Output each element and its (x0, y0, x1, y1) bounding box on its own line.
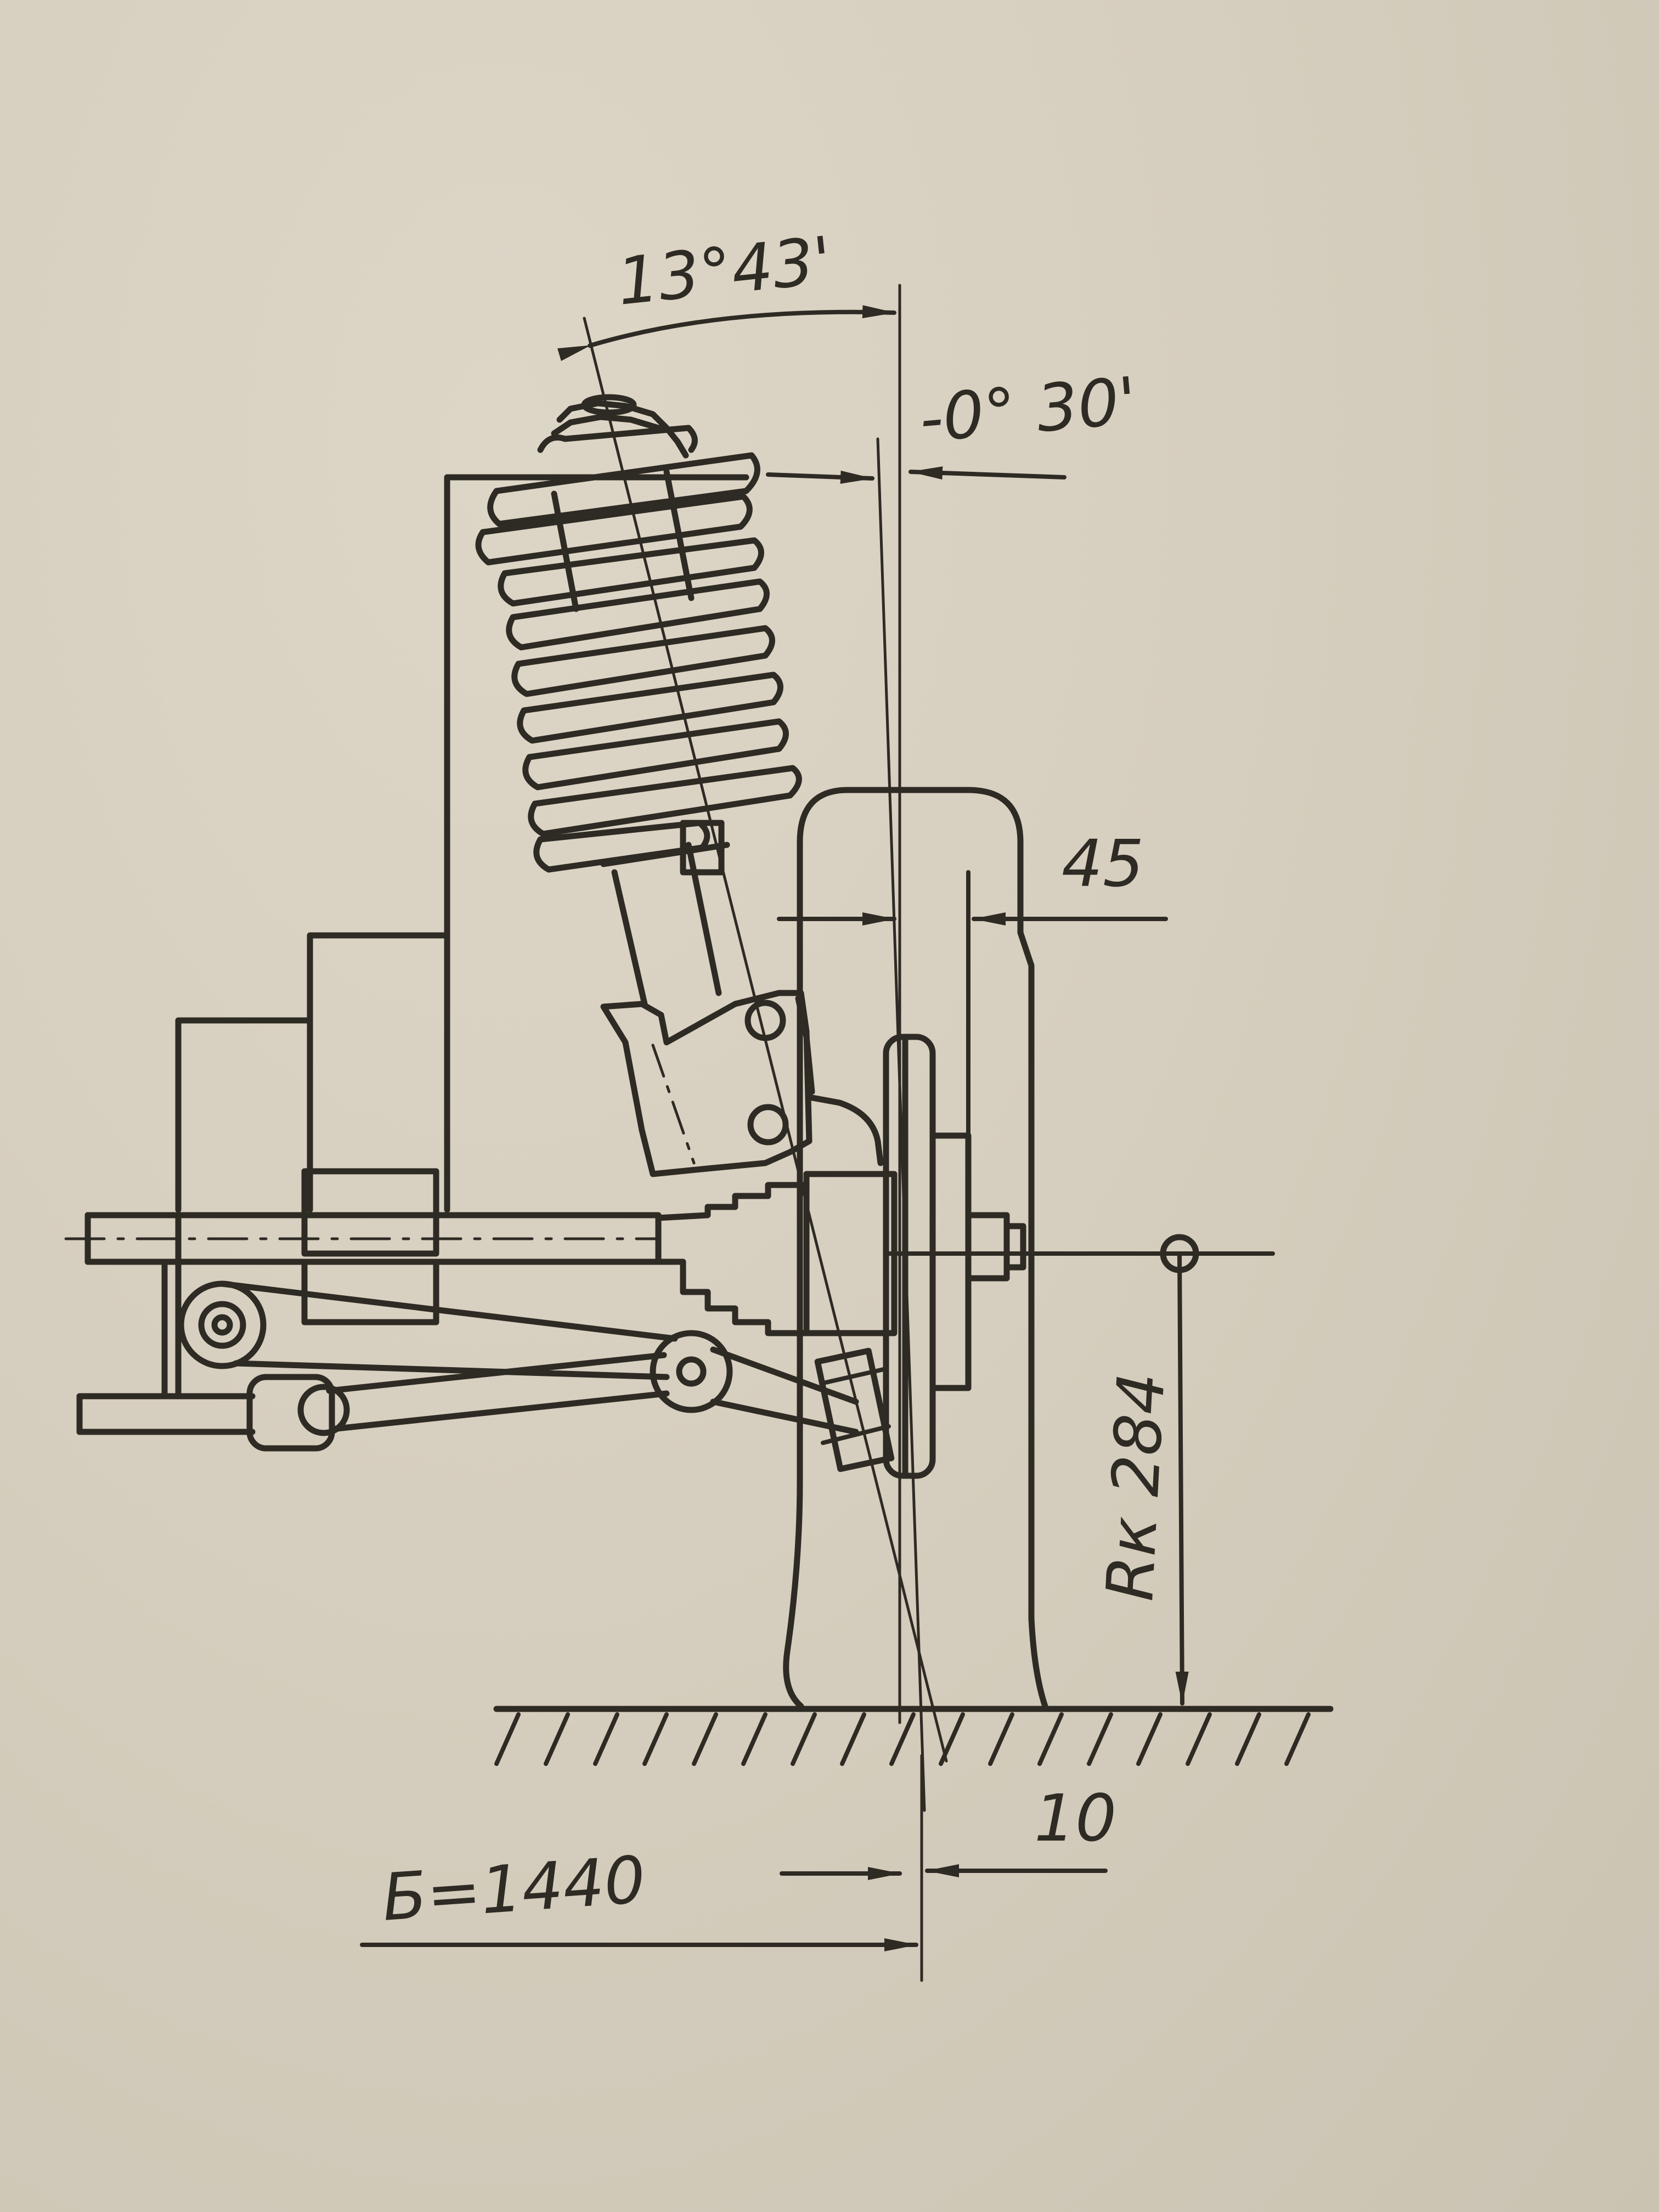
scrub-dimension (780, 1864, 1108, 1880)
kingpin-angle-dimension (557, 305, 896, 362)
coil-spring (475, 452, 802, 873)
cv-joint-boot (655, 1171, 898, 1336)
track-label: Б=1440 (380, 1842, 648, 1936)
camber-dimension (766, 466, 1066, 484)
kingpin-angle-label: 13°43' (614, 222, 836, 320)
camber-label: -0° 30' (916, 363, 1139, 457)
kingpin-axis (583, 284, 948, 1982)
ball-joint (814, 1347, 895, 1472)
strut-top-mount (537, 394, 725, 876)
ground-line (493, 1706, 1334, 1766)
lower-control-arm (76, 1280, 859, 1452)
offset-dimension (777, 870, 1168, 1154)
strut-assembly (600, 842, 884, 1177)
offset-label: 45 (1062, 826, 1144, 901)
wheel-centre-dimension (887, 1234, 1275, 1706)
rolling-radius-label: Rк 284 (1092, 1371, 1180, 1603)
tyre (783, 787, 1048, 1709)
drive-shaft (64, 1212, 662, 1265)
scrub-label: 10 (1034, 1780, 1116, 1856)
